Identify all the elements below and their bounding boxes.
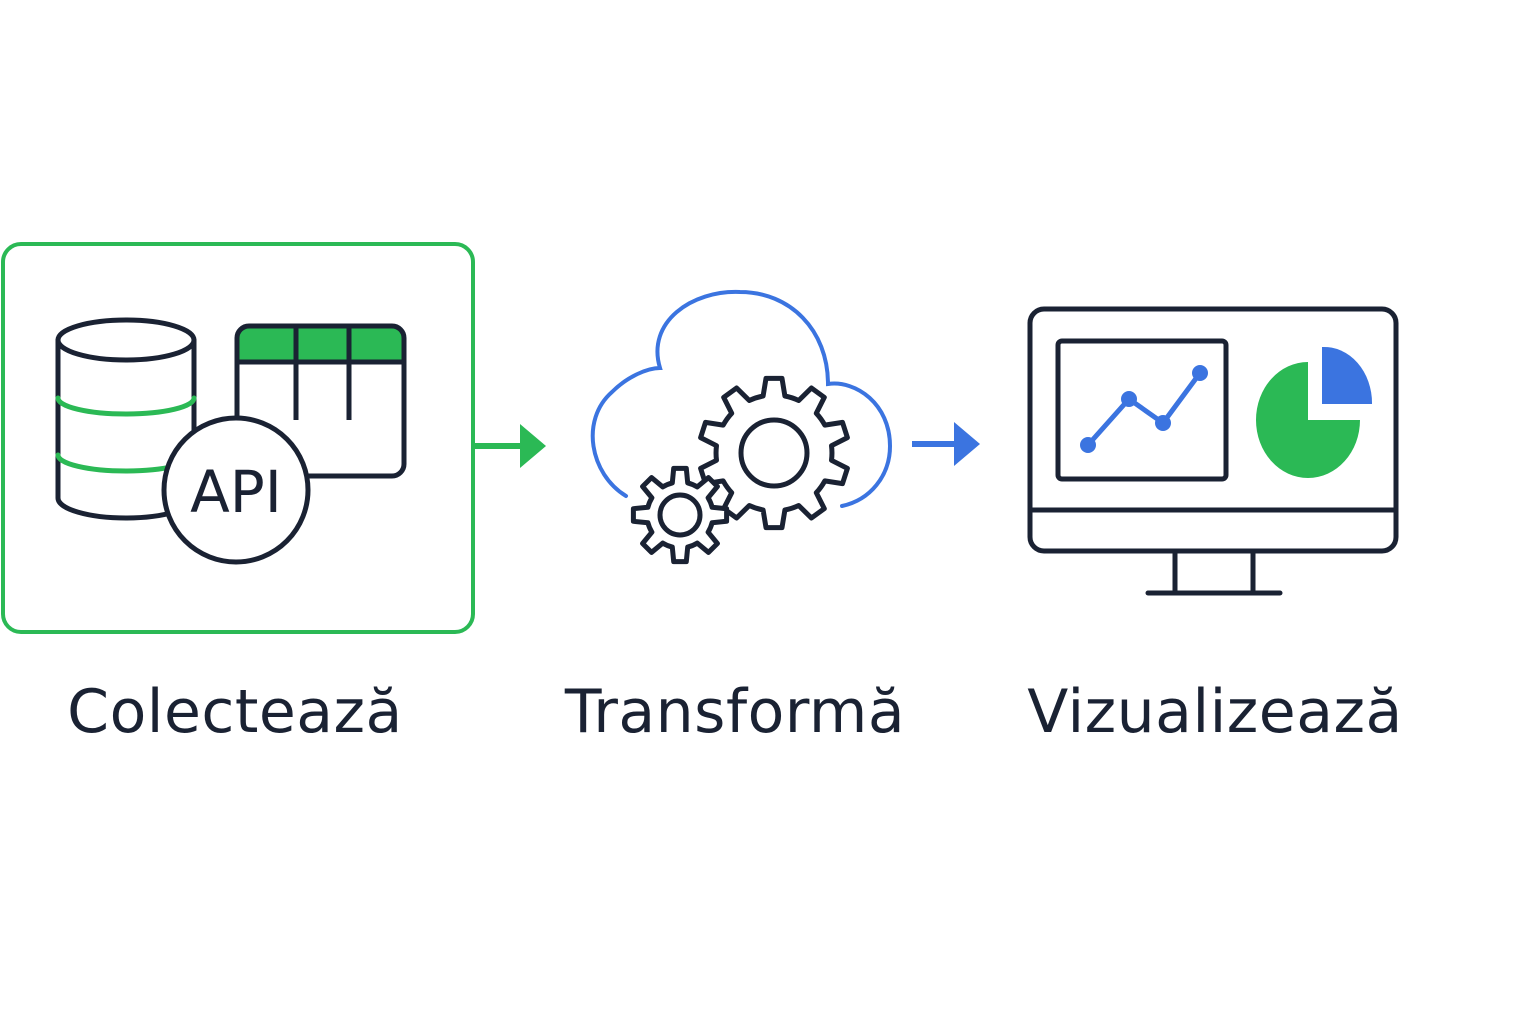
monitor-icon xyxy=(1027,306,1399,596)
gear-hole xyxy=(657,492,703,538)
step-label-collect: Colectează xyxy=(67,677,403,747)
cloud-icon xyxy=(590,289,893,508)
gear-large-icon xyxy=(698,375,850,531)
api-badge-text: API xyxy=(190,458,282,526)
gear-outline xyxy=(698,375,850,531)
chart-point xyxy=(1155,415,1171,431)
step-label-visualize: Vizualizează xyxy=(1027,677,1403,747)
step-label-transform: Transformă xyxy=(564,677,906,747)
chart-point xyxy=(1080,437,1096,453)
api-badge-icon: API xyxy=(161,415,311,565)
gear-outline xyxy=(630,465,730,565)
chart-point xyxy=(1192,365,1208,381)
pie-slice-green xyxy=(1256,362,1360,478)
chart-point xyxy=(1121,391,1137,407)
arrow-collect-to-transform xyxy=(474,424,546,468)
pie-slice-blue xyxy=(1322,346,1373,404)
gear-small-icon xyxy=(630,465,730,565)
arrow-transform-to-visualize xyxy=(912,422,980,466)
collect-highlight-box xyxy=(1,242,475,634)
line-chart-icon xyxy=(1055,338,1229,482)
gear-hole xyxy=(738,417,810,489)
pie-chart-icon xyxy=(1256,346,1373,478)
table-icon xyxy=(234,323,407,479)
